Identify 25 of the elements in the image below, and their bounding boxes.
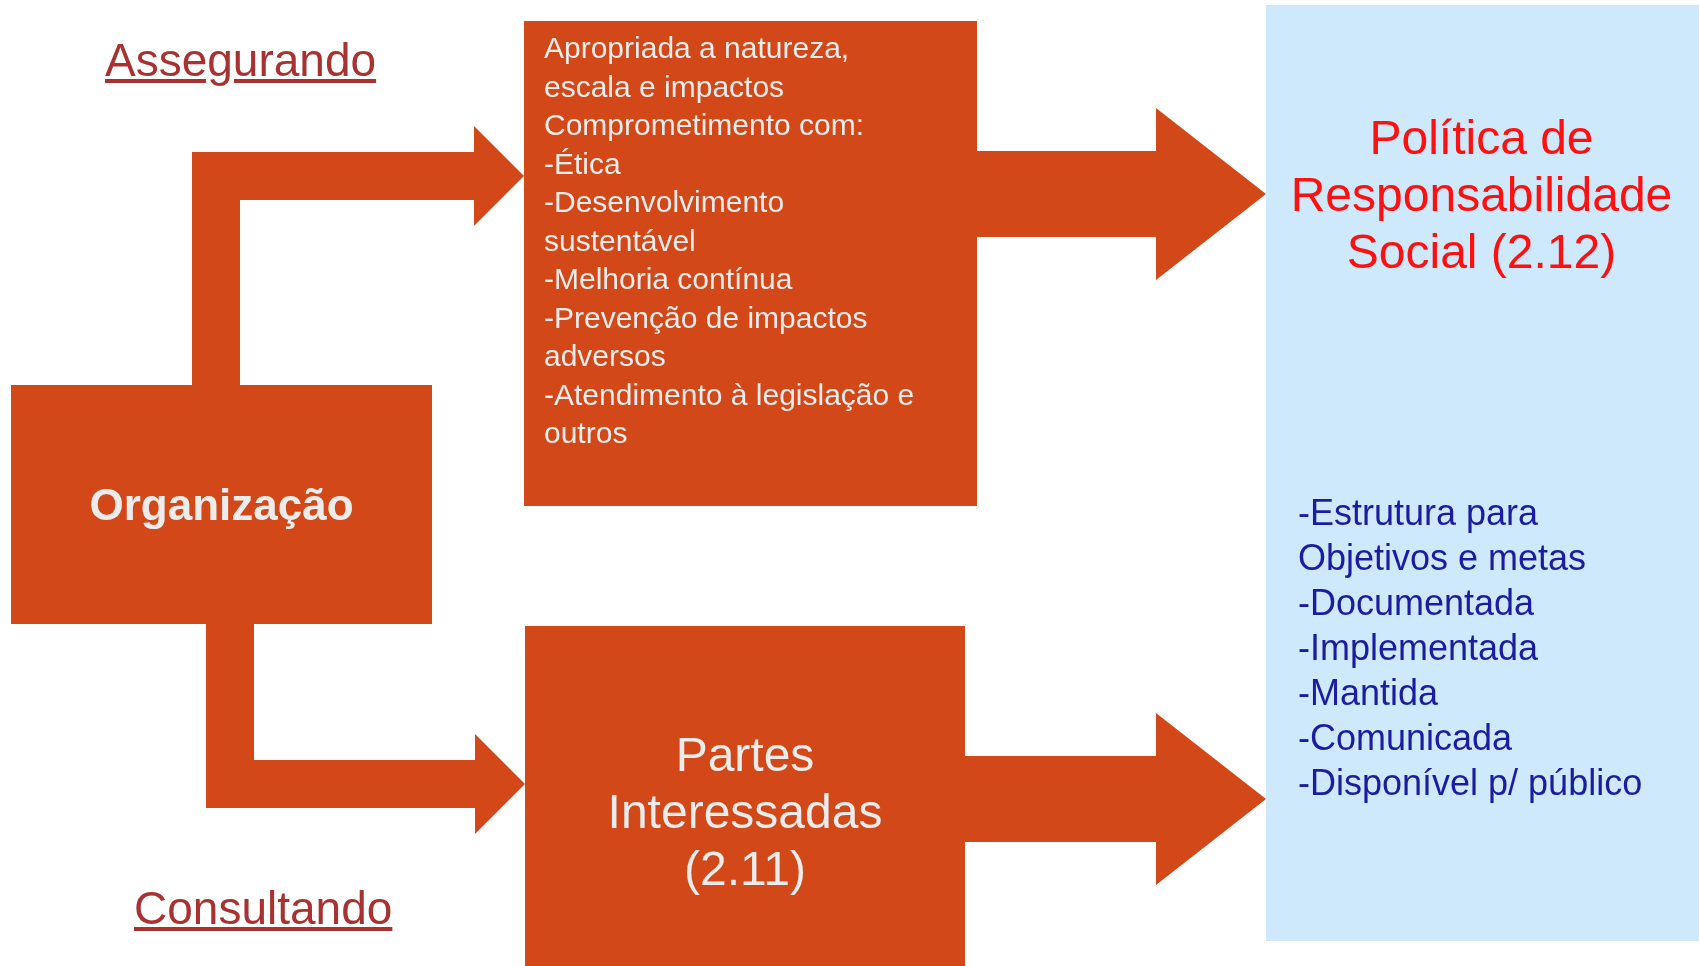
panel-title: Política de Responsabilidade Social (2.12) xyxy=(1289,110,1674,280)
body-text: Comprometimento com: xyxy=(544,107,866,143)
block-arrow xyxy=(977,108,1266,280)
block-arrow xyxy=(192,126,524,385)
process-box xyxy=(11,385,432,624)
list-item: -Ética xyxy=(544,145,622,182)
list-item: -Documentada xyxy=(1298,581,1536,625)
list-item: -Desenvolvimento sustentável xyxy=(544,184,786,259)
list-item: -Disponível p/ público xyxy=(1298,761,1644,805)
box-title: Partes Interessadas (2.11) xyxy=(606,727,884,897)
block-arrow xyxy=(965,713,1266,885)
box-title: Organização xyxy=(89,479,354,530)
list-item: -Estrutura para Objetivos e metas xyxy=(1298,491,1588,580)
list-item: -Atendimento à legislação e outros xyxy=(544,376,916,451)
arrow-caption: Consultando xyxy=(134,881,393,935)
arrow-caption: Assegurando xyxy=(105,33,377,87)
list-item: -Comunicada xyxy=(1298,716,1514,760)
process-box xyxy=(525,626,965,966)
info-panel xyxy=(1266,5,1699,941)
list-item: -Prevenção de impactos adversos xyxy=(544,299,869,374)
list-item: -Implementada xyxy=(1298,626,1540,670)
body-text: Apropriada a natureza, escala e impactos xyxy=(544,30,851,105)
list-item: -Mantida xyxy=(1298,671,1440,715)
list-item: -Melhoria contínua xyxy=(544,261,794,297)
process-box xyxy=(524,21,977,506)
